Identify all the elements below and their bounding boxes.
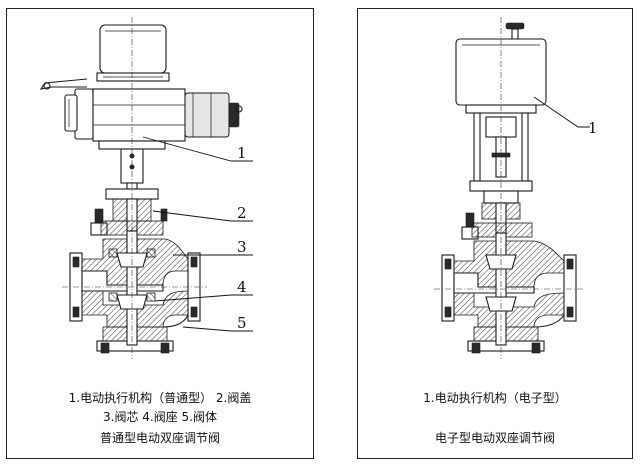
electronic-valve-drawing: 1 [434,17,598,359]
electronic-leader-line [533,96,590,128]
callout-5: 5 [237,314,247,332]
standard-valve-drawing: 1 2 3 4 5 [39,17,253,359]
standard-leader-lines [142,136,253,332]
standard-bonnet [90,188,168,236]
standard-actuator [39,24,243,190]
electronic-title: 电子型电动双座调节阀 [434,431,555,445]
standard-legend-line-2: 3.阀芯 4.阀座 5.阀体 [103,410,217,424]
callout-3: 3 [237,238,247,256]
callout-2: 2 [237,204,247,222]
electronic-valve-panel: 1 1.电动执行机构（电子型） 电子型电动双座调节阀 [357,8,633,459]
electronic-legend-line-1: 1.电动执行机构（电子型） [423,391,567,405]
standard-title: 普通型电动双座调节阀 [99,431,220,445]
standard-valve-panel: 1 2 3 4 5 1.电动执行机构（普通型） 2.阀盖 3.阀芯 4.阀座 5… [6,8,314,459]
callout-1: 1 [237,144,247,162]
electronic-valve-body [441,240,577,354]
electronic-callout-1: 1 [588,119,598,137]
callout-4: 4 [237,278,247,296]
standard-legend-line-1: 1.电动执行机构（普通型） 2.阀盖 [68,391,252,405]
